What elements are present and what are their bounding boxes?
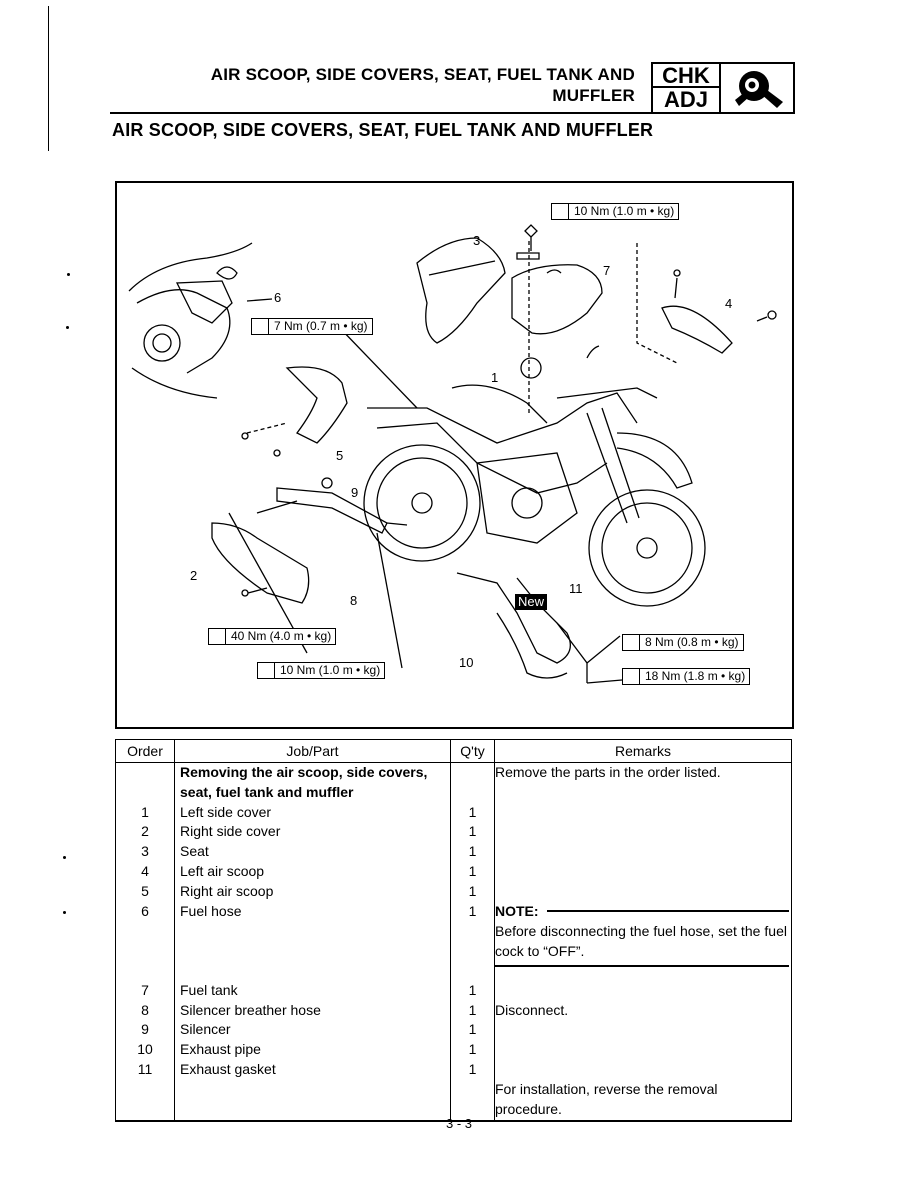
note-label: NOTE: bbox=[495, 902, 539, 919]
torque-spec: 10 Nm (1.0 m • kg) bbox=[257, 662, 386, 679]
callout-3: 3 bbox=[473, 233, 481, 248]
qty-cell: 1 bbox=[468, 823, 477, 840]
job-column: Removing the air scoop, side covers, sea… bbox=[174, 762, 451, 1122]
part-cell: Left air scoop bbox=[180, 862, 265, 879]
qty-cell: 1 bbox=[468, 981, 477, 998]
callout-7: 7 bbox=[603, 263, 611, 278]
motorcycle-illustration bbox=[128, 224, 777, 684]
remarks-column: Remove the parts in the order listed. NO… bbox=[494, 762, 792, 1122]
qty-cell: 1 bbox=[468, 843, 477, 860]
table-header-row: Order Job/Part Q'ty Remarks bbox=[115, 739, 792, 763]
torque-spec: 10 Nm (1.0 m • kg) bbox=[551, 203, 680, 220]
callout-2: 2 bbox=[190, 568, 198, 583]
chk-adj-badge: CHK ADJ bbox=[651, 62, 721, 114]
margin-dot bbox=[66, 326, 69, 329]
margin-dot bbox=[67, 273, 70, 276]
section-title: AIR SCOOP, SIDE COVERS, SEAT, FUEL TANK … bbox=[112, 120, 654, 140]
torque-wrench-icon bbox=[623, 635, 640, 650]
callout-1: 1 bbox=[491, 370, 499, 385]
adj-label: ADJ bbox=[663, 87, 708, 112]
wrench-icon-box bbox=[719, 62, 795, 114]
callout-6: 6 bbox=[274, 290, 282, 305]
margin-dot bbox=[63, 856, 66, 859]
part-cell: Seat bbox=[180, 843, 209, 860]
qty-cell: 1 bbox=[468, 1001, 477, 1018]
part-cell: Silencer breather hose bbox=[180, 1001, 321, 1018]
torque-wrench-icon bbox=[209, 629, 226, 644]
table-body-row: 1 2 3 4 5 6 7 8 9 10 11 Removing the air… bbox=[115, 762, 792, 1122]
intro-line-2: seat, fuel tank and muffler bbox=[180, 783, 354, 800]
page-number: 3 - 3 bbox=[445, 1116, 472, 1131]
note-heading: NOTE: bbox=[495, 902, 791, 922]
remark-install-1: For installation, reverse the removal bbox=[495, 1081, 718, 1098]
margin-rule bbox=[48, 6, 49, 151]
part-cell: Exhaust gasket bbox=[180, 1060, 276, 1077]
remark-disconnect: Disconnect. bbox=[495, 1002, 569, 1019]
qty-cell: 1 bbox=[468, 862, 477, 879]
order-cell: 4 bbox=[141, 862, 149, 879]
torque-spec: 18 Nm (1.8 m • kg) bbox=[622, 668, 751, 685]
margin-dot bbox=[63, 911, 66, 914]
order-cell: 3 bbox=[141, 843, 149, 860]
order-column: 1 2 3 4 5 6 7 8 9 10 11 bbox=[115, 762, 175, 1122]
callout-9: 9 bbox=[351, 485, 359, 500]
header-remarks: Remarks bbox=[494, 739, 792, 763]
header-job-part: Job/Part bbox=[174, 739, 451, 763]
intro-line-1: Removing the air scoop, side covers, bbox=[180, 764, 428, 780]
order-cell: 5 bbox=[141, 882, 149, 899]
callout-10: 10 bbox=[459, 655, 474, 670]
callout-8: 8 bbox=[350, 593, 358, 608]
order-cell: 7 bbox=[141, 981, 149, 998]
header-title-line1: AIR SCOOP, SIDE COVERS, SEAT, FUEL TANK … bbox=[210, 65, 635, 84]
qty-cell: 1 bbox=[468, 902, 477, 919]
qty-cell: 1 bbox=[468, 1041, 477, 1058]
part-cell: Left side cover bbox=[180, 803, 272, 820]
torque-wrench-icon bbox=[252, 319, 269, 334]
header-order: Order bbox=[115, 739, 175, 763]
qty-column: 1 1 1 1 1 1 1 1 1 1 1 bbox=[450, 762, 495, 1122]
part-cell: Fuel tank bbox=[180, 981, 238, 998]
part-cell: Right air scoop bbox=[180, 882, 274, 899]
torque-spec: 40 Nm (4.0 m • kg) bbox=[208, 628, 337, 645]
parts-table: Order Job/Part Q'ty Remarks 1 2 3 4 5 6 … bbox=[115, 739, 792, 1122]
header-rule bbox=[110, 112, 792, 114]
torque-wrench-icon bbox=[258, 663, 275, 678]
header-title: AIR SCOOP, SIDE COVERS, SEAT, FUEL TANK … bbox=[211, 64, 635, 106]
qty-cell: 1 bbox=[468, 803, 477, 820]
order-cell: 6 bbox=[141, 902, 149, 919]
header-qty: Q'ty bbox=[450, 739, 495, 763]
remark-intro: Remove the parts in the order listed. bbox=[495, 764, 721, 780]
new-badge: New bbox=[515, 594, 548, 610]
note-rule bbox=[546, 910, 789, 913]
wrench-icon bbox=[735, 71, 783, 108]
torque-spec: 8 Nm (0.8 m • kg) bbox=[622, 634, 744, 651]
callout-4: 4 bbox=[725, 296, 733, 311]
qty-cell: 1 bbox=[468, 882, 477, 899]
order-cell: 2 bbox=[141, 823, 149, 840]
qty-cell: 1 bbox=[468, 1060, 477, 1077]
order-cell: 11 bbox=[137, 1060, 153, 1077]
exploded-diagram: 10 Nm (1.0 m • kg) 7 Nm (0.7 m • kg) 40 … bbox=[115, 181, 794, 729]
order-cell: 9 bbox=[141, 1021, 149, 1038]
chk-label: CHK bbox=[653, 64, 719, 88]
part-cell: Silencer bbox=[180, 1021, 231, 1038]
callout-11: 11 bbox=[569, 581, 583, 596]
qty-cell: 1 bbox=[468, 1021, 477, 1038]
part-cell: Exhaust pipe bbox=[180, 1041, 261, 1058]
header-title-line2: MUFFLER bbox=[552, 86, 635, 105]
order-cell: 10 bbox=[137, 1041, 153, 1058]
part-cell: Fuel hose bbox=[180, 902, 242, 919]
remark-install-2: procedure. bbox=[495, 1101, 562, 1118]
part-cell: Right side cover bbox=[180, 823, 281, 840]
callout-5: 5 bbox=[336, 448, 344, 463]
torque-wrench-icon bbox=[552, 204, 569, 219]
torque-wrench-icon bbox=[623, 669, 640, 684]
order-cell: 8 bbox=[141, 1001, 149, 1018]
torque-spec: 7 Nm (0.7 m • kg) bbox=[251, 318, 373, 335]
order-cell: 1 bbox=[141, 803, 149, 820]
note-text: Before disconnecting the fuel hose, set … bbox=[495, 921, 789, 968]
